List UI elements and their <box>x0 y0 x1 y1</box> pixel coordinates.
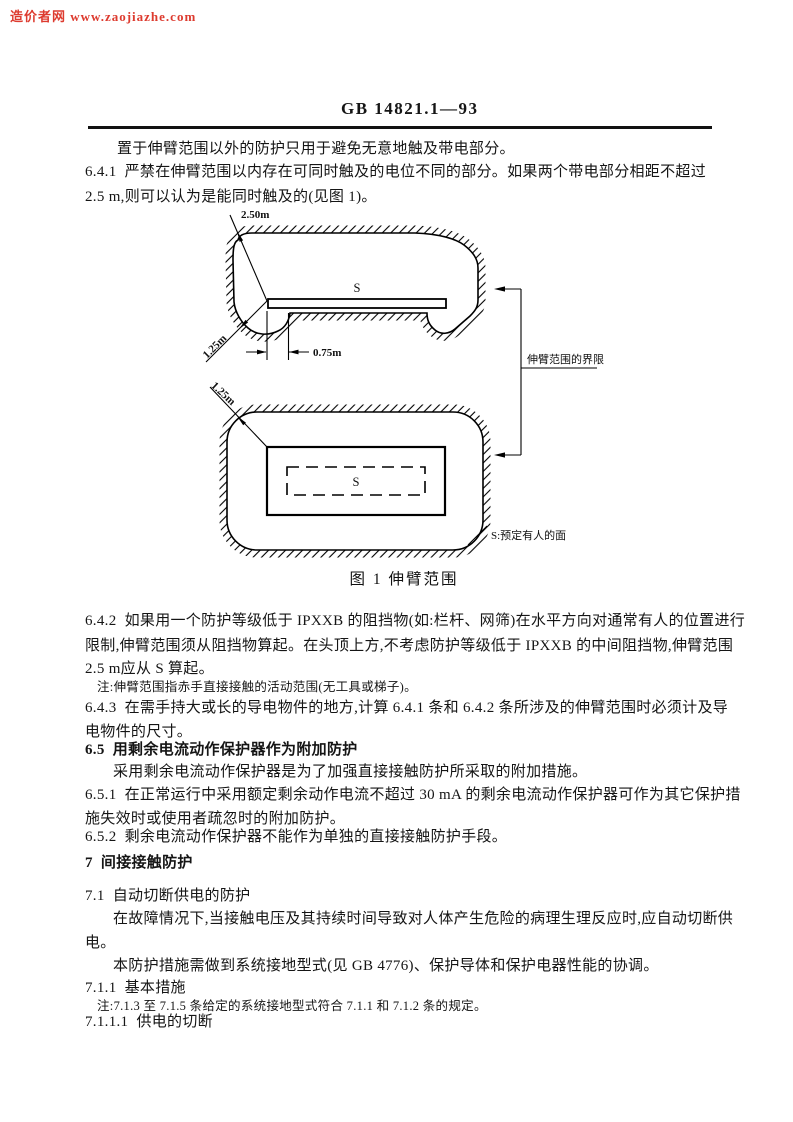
arrowhead-left-icon <box>289 349 299 355</box>
legend-label: S:预定有人的面 <box>491 528 566 542</box>
arrowhead-icon <box>237 231 244 242</box>
arrowhead-icon <box>239 319 249 329</box>
surface-label-upper: S <box>354 281 361 295</box>
clause-6-4-3-line: 电物件的尺寸。 <box>85 724 193 740</box>
figure-legend: S:预定有人的面 <box>467 525 566 546</box>
dimension-2-50: 2.50m <box>229 209 269 302</box>
clause-6-4-2-line: 限制,伸臂范围须从阻挡物算起。在头顶上方,不考虑防护等级低于 IPXXB 的中间… <box>85 638 734 654</box>
para-line: 在故障情况下,当接触电压及其持续时间导致对人体产生危险的病理生理反应时,应自动切… <box>113 911 734 927</box>
para-line: 置于伸臂范围以外的防护只用于避免无意地触及带电部分。 <box>117 141 515 157</box>
dimension-0-75: 0.75m <box>246 311 341 360</box>
clause-7-1-heading: 7.1 自动切断供电的防护 <box>85 888 251 904</box>
clause-6-4-1-line: 6.4.1 严禁在伸臂范围以内存在可同时触及的电位不同的部分。如果两个带电部分相… <box>85 164 707 180</box>
doc-number: GB 14821.1—93 <box>341 99 479 118</box>
figure-arm-reach: 0.75m 2.50m 1.25m S S 1.25m <box>201 209 604 588</box>
note-line: 注:7.1.3 至 7.1.5 条给定的系统接地型式符合 7.1.1 和 7.1… <box>97 999 487 1013</box>
clause-6-5-1-line: 施失效时或使用者疏忽时的附加防护。 <box>85 811 346 827</box>
clause-6-4-1-line: 2.5 m,则可以认为是能同时触及的(见图 1)。 <box>85 189 377 205</box>
section-7-heading: 7 间接接触防护 <box>85 855 193 871</box>
dim-label-0-75: 0.75m <box>313 347 341 359</box>
dim-label-1-25-upper: 1.25m <box>201 333 230 362</box>
reach-boundary-callout: 伸臂范围的界限 <box>494 286 604 458</box>
surface-label-lower: S <box>353 475 360 489</box>
figure-caption: 图 1 伸臂范围 <box>349 570 458 588</box>
dim-label-1-25-lower: 1.25m <box>209 380 238 408</box>
dim-label-2-50: 2.50m <box>241 209 269 221</box>
surface-bar <box>267 298 447 309</box>
para-line: 采用剩余电流动作保护器是为了加强直接接触防护所采取的附加措施。 <box>113 764 588 780</box>
boundary-label: 伸臂范围的界限 <box>527 352 604 366</box>
clause-7-1-1-1-heading: 7.1.1.1 供电的切断 <box>85 1014 213 1030</box>
para-line: 本防护措施需做到系统接地型式(见 GB 4776)、保护导体和保护电器性能的协调… <box>113 958 659 974</box>
clause-6-4-2-line: 2.5 m应从 S 算起。 <box>85 661 214 677</box>
header-rule <box>88 126 712 129</box>
clause-6-5-1-line: 6.5.1 在正常运行中采用额定剩余动作电流不超过 30 mA 的剩余电流动作保… <box>85 787 741 803</box>
watermark: 造价者网 www.zaojiazhe.com <box>10 9 197 24</box>
arrowhead-left-icon <box>494 286 505 292</box>
arrowhead-right-icon <box>257 349 267 355</box>
arrowhead-icon <box>237 416 246 426</box>
para-line: 电。 <box>85 935 116 951</box>
clause-6-5-2-line: 6.5.2 剩余电流动作保护器不能作为单独的直接接触防护手段。 <box>85 829 508 845</box>
occupied-area-rect <box>265 445 447 517</box>
clause-6-4-3-line: 6.4.3 在需手持大或长的导电物件的地方,计算 6.4.1 条和 6.4.2 … <box>85 700 729 716</box>
clause-6-5-heading: 6.5 用剩余电流动作保护器作为附加防护 <box>85 742 358 758</box>
clause-7-1-1-heading: 7.1.1 基本措施 <box>85 980 186 996</box>
surface-dashed-rect <box>286 466 426 496</box>
arrowhead-left-icon <box>494 452 505 458</box>
clause-6-4-2-line: 6.4.2 如果用一个防护等级低于 IPXXB 的阻挡物(如:栏杆、网筛)在水平… <box>85 613 746 629</box>
note-line: 注:伸臂范围指赤手直接接触的活动范围(无工具或梯子)。 <box>97 680 417 694</box>
